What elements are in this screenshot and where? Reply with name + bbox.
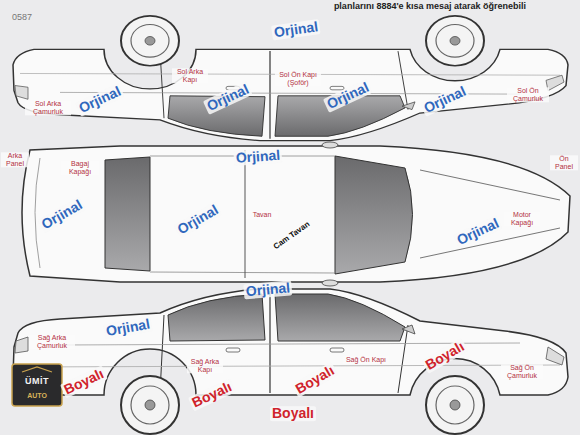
part-name: Motor Kapağı [504,211,540,226]
part-name: Sol Ön Kapı (Şoför) [275,71,321,86]
status-label: Boyalı [270,406,316,421]
logo-text: ÜMİT [25,377,49,387]
part-name: Sol Arka Kapı [172,68,208,83]
part-name: Sağ Arka Kapı [187,358,223,373]
status-label: Orjinal [271,19,321,41]
car-left-side [13,16,568,141]
dealer-logo [12,364,62,406]
part-name: Tavan [246,211,278,219]
stock-number: 0587 [12,13,32,23]
part-name: Sol Ön Çamurluk [507,87,549,102]
car-right-side [13,289,568,434]
part-name: Arka Panel [1,152,29,167]
part-name: Bagaj Kapağı [61,160,99,175]
header-note: planlarını 8884'e kısa mesaj atarak öğre… [334,2,526,12]
part-name: Sol Arka Çamurluk [25,100,71,115]
logo-text: AUTO [27,392,47,400]
car-top-view [22,142,570,286]
part-name: Sağ Ön Kapı [343,356,389,364]
part-name: Sağ Arka Çamurluk [29,334,75,349]
part-name: Sağ Ön Çamurluk [501,364,543,379]
part-name: Ön Panel [550,155,578,170]
